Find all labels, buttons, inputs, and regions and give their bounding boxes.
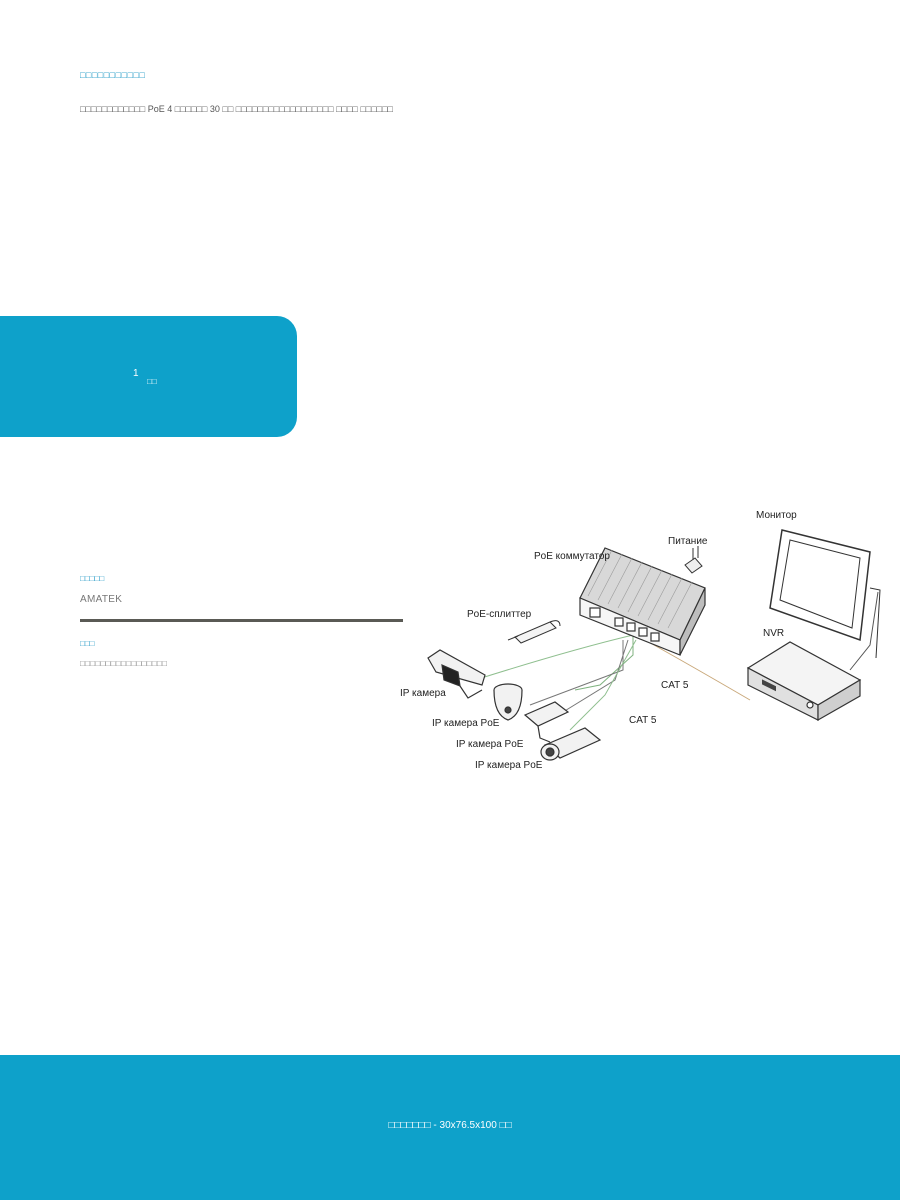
cable-poe-dome — [529, 640, 624, 706]
label-ip-camera-poe-3: IP камера PoE — [475, 760, 543, 771]
label-poe-switch: PoE коммутатор — [534, 551, 610, 562]
nvr-device — [746, 641, 862, 722]
cable-splitter — [574, 635, 634, 691]
brand-value: AMATEK — [80, 594, 123, 605]
label-ip-camera: IP камера — [400, 688, 446, 699]
extra-value: □□□□□□□□□□□□□□□□□ — [80, 659, 168, 668]
cable-ip-camera — [474, 634, 634, 681]
power-adapter-device — [684, 546, 703, 574]
footer-dimensions-text: □□□□□□□ - 30x76.5x100 □□ — [388, 1120, 512, 1131]
cable-monitor — [849, 591, 879, 671]
extra-label: □□□ — [80, 639, 95, 648]
label-cat5-1: CAT 5 — [661, 680, 689, 691]
label-ip-camera-poe-1: IP камера PoE — [432, 718, 500, 729]
footer-band: □□□□□□□ - 30x76.5x100 □□ — [0, 1055, 900, 1200]
label-monitor: Монитор — [756, 510, 797, 521]
section-heading: □□□□□□□□□□□ — [80, 70, 146, 80]
box-camera-device — [523, 701, 570, 743]
divider — [80, 619, 403, 622]
label-power: Питание — [668, 536, 708, 547]
dome-camera-device — [493, 683, 523, 721]
highlight-unit: □□ — [147, 377, 157, 386]
bullet-camera-device — [540, 727, 602, 761]
poe-splitter-device — [507, 620, 561, 644]
cable-nvr — [644, 639, 751, 701]
label-nvr: NVR — [763, 628, 784, 639]
section-body-text: □□□□□□□□□□□□ PoE 4 □□□□□□ 30 □□ □□□□□□□□… — [80, 104, 393, 114]
brand-label: □□□□□ — [80, 574, 105, 583]
poe-switch-device — [579, 547, 706, 656]
cable-poe-bullet — [569, 639, 637, 731]
label-cat5-2: CAT 5 — [629, 715, 657, 726]
ip-camera-device — [427, 649, 486, 699]
highlight-panel: 1 □□ — [0, 316, 297, 437]
cable-poe-box — [549, 639, 629, 721]
highlight-number: 1 — [133, 368, 139, 379]
label-poe-splitter: PoE-сплиттер — [467, 609, 532, 620]
label-ip-camera-poe-2: IP камера PoE — [456, 739, 524, 750]
monitor-device — [769, 529, 881, 659]
network-diagram: Монитор Питание PoE коммутатор PoE-сплит… — [400, 510, 881, 771]
